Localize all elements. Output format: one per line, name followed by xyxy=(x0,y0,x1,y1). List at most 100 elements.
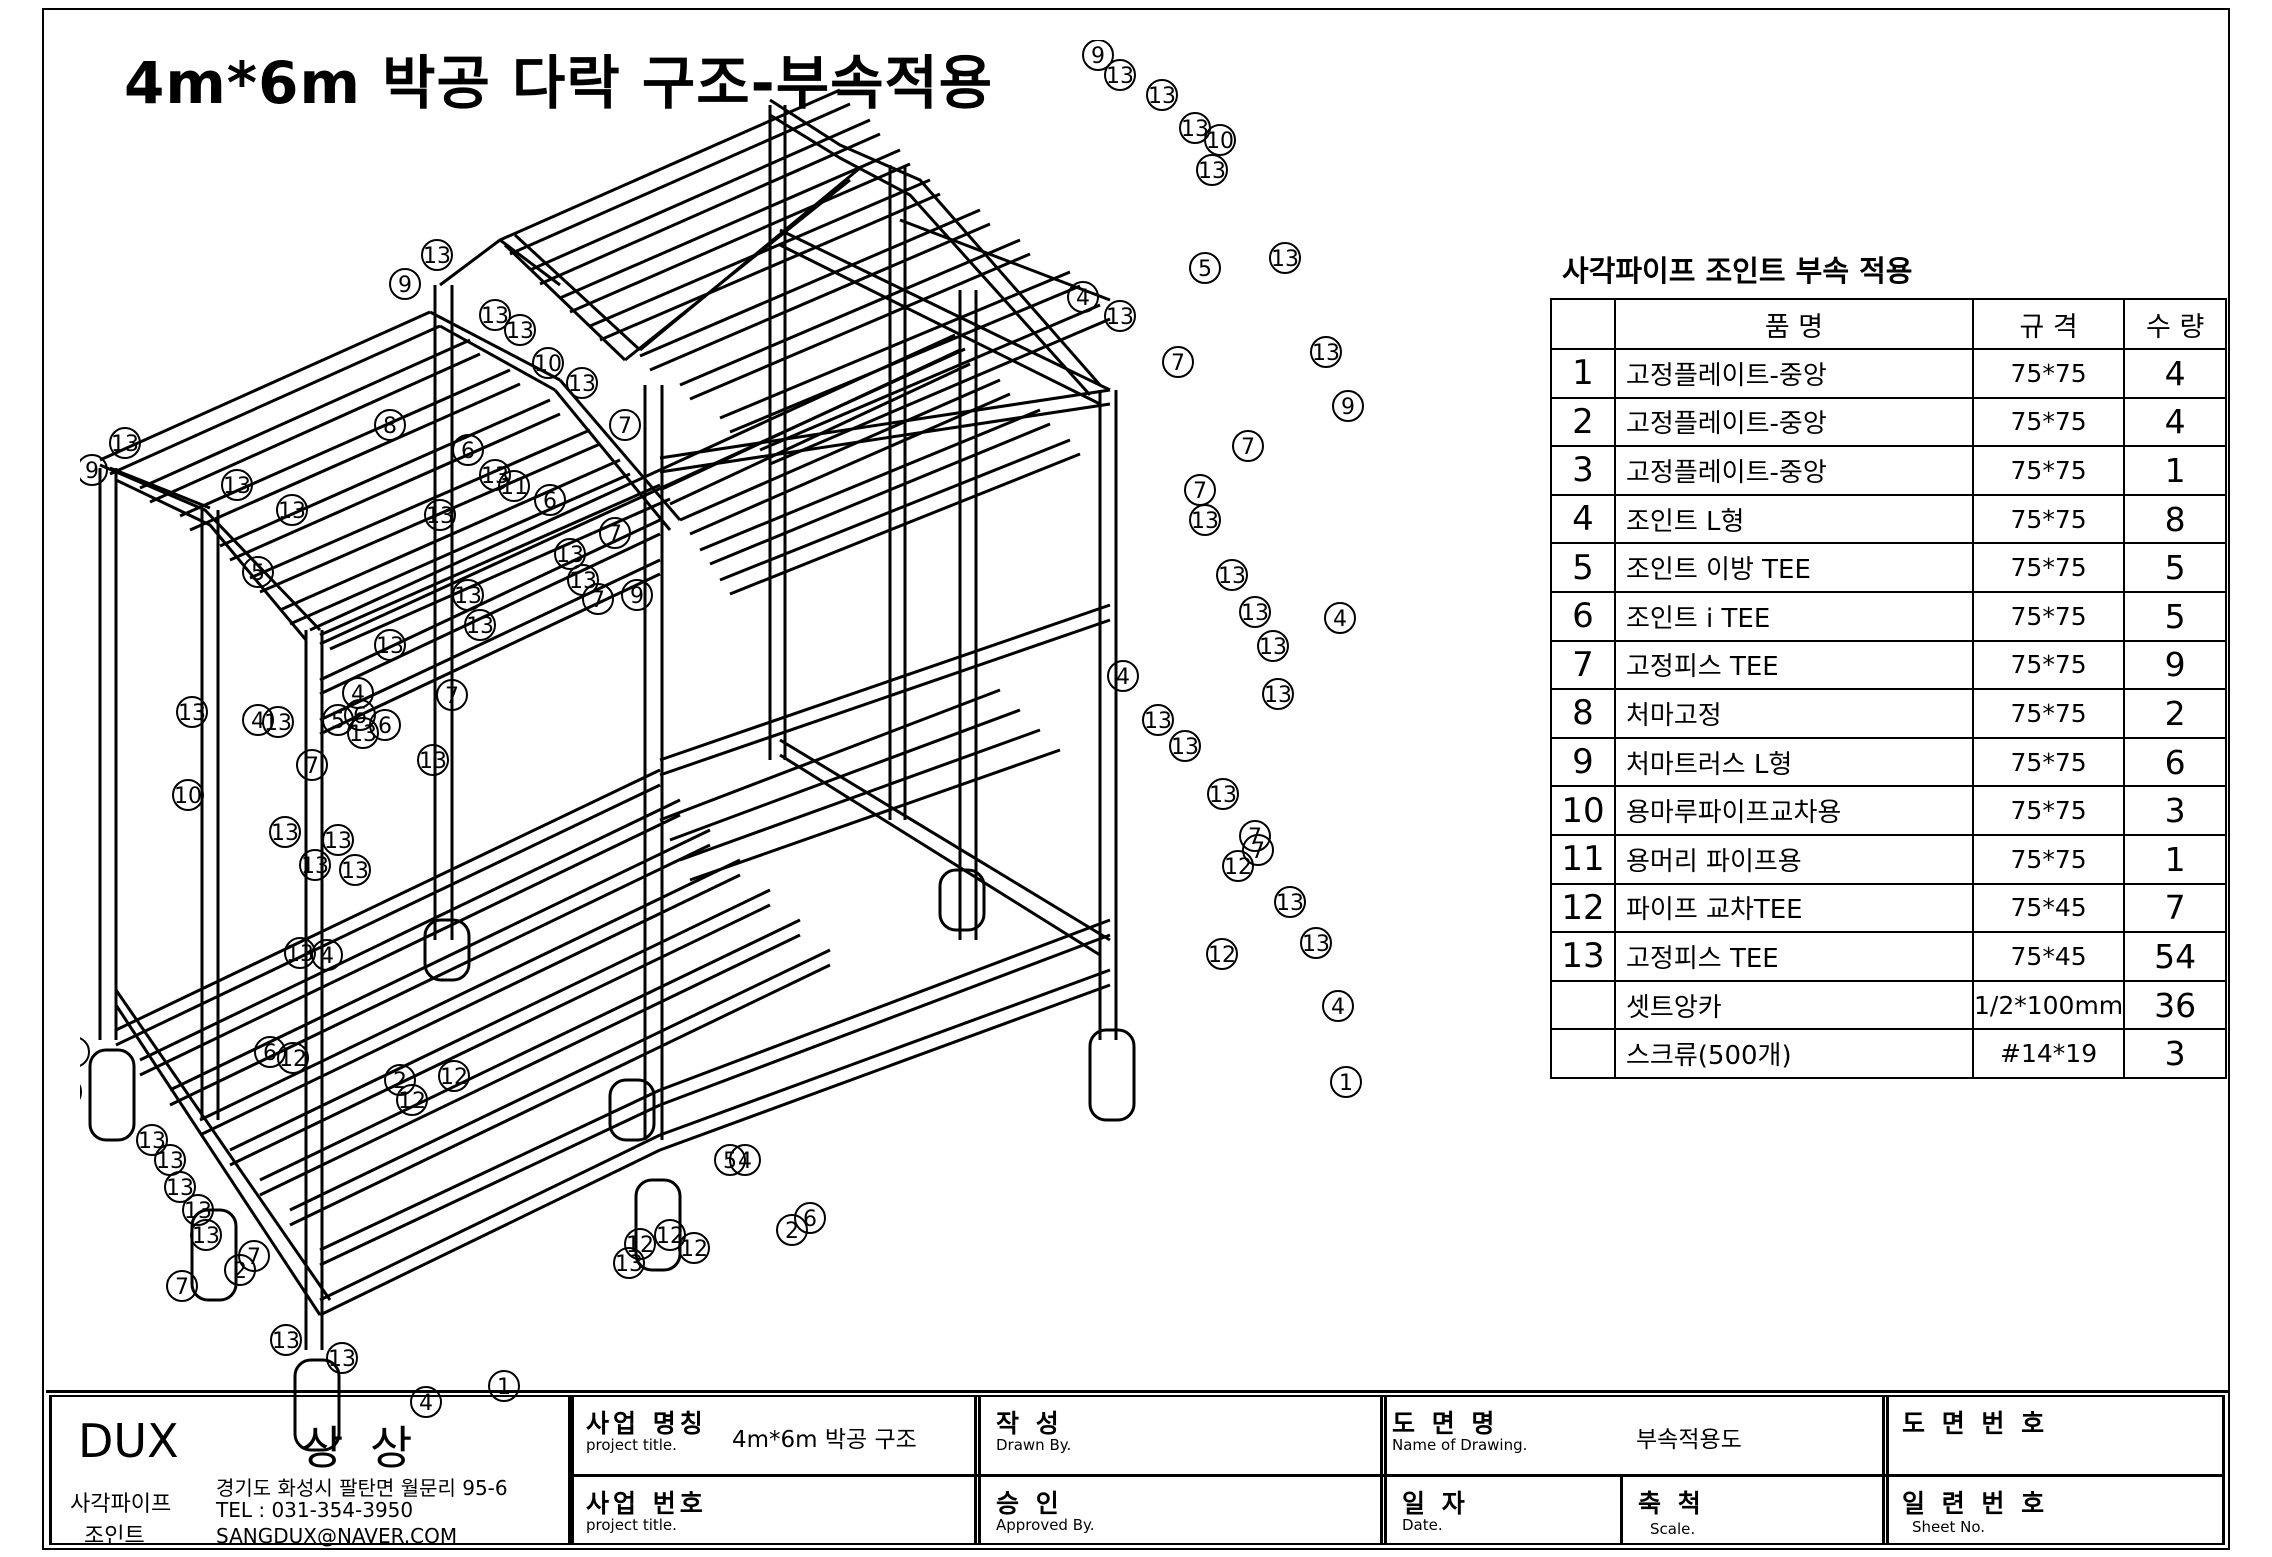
svg-text:13: 13 xyxy=(466,614,494,639)
part-qty: 9 xyxy=(2123,639,2228,691)
scale-label: 축 척 xyxy=(1638,1489,1705,1518)
svg-text:2: 2 xyxy=(393,1069,407,1094)
svg-text:7: 7 xyxy=(618,414,632,439)
svg-text:13: 13 xyxy=(1191,509,1219,534)
part-spec: 1/2*100mm xyxy=(1971,979,2126,1031)
svg-text:6: 6 xyxy=(353,704,367,729)
scale-label-en: Scale. xyxy=(1650,1520,1696,1538)
upper-roof-beams xyxy=(499,88,1111,466)
svg-text:13: 13 xyxy=(426,504,454,529)
part-qty: 6 xyxy=(2123,736,2228,788)
svg-text:13: 13 xyxy=(454,584,482,609)
part-name: 처마트러스 L형 xyxy=(1614,736,1974,788)
svg-text:12: 12 xyxy=(1224,855,1252,880)
svg-text:7: 7 xyxy=(1193,479,1207,504)
svg-text:10: 10 xyxy=(534,352,562,377)
svg-text:13: 13 xyxy=(419,749,447,774)
svg-text:5: 5 xyxy=(1198,257,1212,282)
drawing-name-label-en: Name of Drawing. xyxy=(1392,1436,1528,1454)
svg-text:13: 13 xyxy=(481,464,509,489)
part-name: 조인트 L형 xyxy=(1614,493,1974,545)
svg-text:9: 9 xyxy=(85,459,99,484)
svg-text:12: 12 xyxy=(398,1089,426,1114)
company-sub2: 조인트 xyxy=(84,1524,145,1549)
svg-text:4: 4 xyxy=(1333,607,1347,632)
project-title-value: 4m*6m 박공 구조 xyxy=(732,1427,917,1453)
svg-text:4: 4 xyxy=(419,1391,433,1416)
company-sub1: 사각파이프 xyxy=(70,1492,172,1517)
svg-text:7: 7 xyxy=(1241,435,1255,460)
svg-text:13: 13 xyxy=(1171,735,1199,760)
svg-text:13: 13 xyxy=(341,859,369,884)
part-spec: 75*75 xyxy=(1971,833,2126,885)
part-qty: 36 xyxy=(2123,979,2228,1031)
svg-text:4: 4 xyxy=(1116,665,1130,690)
approved-by-label: 승 인 xyxy=(996,1489,1063,1518)
header-qty: 수 량 xyxy=(2123,298,2228,350)
svg-text:13: 13 xyxy=(324,829,352,854)
svg-text:13: 13 xyxy=(278,499,306,524)
svg-text:11: 11 xyxy=(500,475,528,500)
part-qty: 1 xyxy=(2123,445,2228,496)
part-qty: 5 xyxy=(2123,590,2228,642)
drawing-name-value: 부속적용도 xyxy=(1636,1427,1742,1453)
svg-text:13: 13 xyxy=(1181,117,1209,142)
svg-text:12: 12 xyxy=(656,1224,684,1249)
svg-text:7: 7 xyxy=(175,1275,189,1300)
svg-text:4: 4 xyxy=(738,1149,752,1174)
part-name: 고정플레이트-중앙 xyxy=(1614,445,1974,496)
svg-text:13: 13 xyxy=(156,1149,184,1174)
svg-text:13: 13 xyxy=(166,1176,194,1201)
part-qty: 2 xyxy=(2123,688,2228,739)
drawing-name-label: 도 면 명 xyxy=(1392,1409,1499,1438)
part-no xyxy=(1550,1028,1616,1079)
part-no: 12 xyxy=(1550,882,1616,934)
sheet-no-label: 일 련 번 호 xyxy=(1902,1489,2049,1518)
svg-text:7: 7 xyxy=(1248,825,1262,850)
part-qty: 54 xyxy=(2123,931,2228,982)
drawn-by-label: 작 성 xyxy=(996,1409,1063,1438)
svg-text:13: 13 xyxy=(1148,84,1176,109)
part-name: 고정피스 TEE xyxy=(1614,931,1974,982)
part-no: 7 xyxy=(1550,639,1616,691)
parts-table-header: 품 명 규 격 수 량 xyxy=(1550,298,2228,350)
part-no: 9 xyxy=(1550,736,1616,788)
part-no: 10 xyxy=(1550,785,1616,836)
svg-text:13: 13 xyxy=(1271,247,1299,272)
sheet-no-label-en: Sheet No. xyxy=(1912,1518,1986,1536)
svg-text:13: 13 xyxy=(271,821,299,846)
company-logo: DUX xyxy=(78,1414,179,1468)
svg-text:13: 13 xyxy=(1302,932,1330,957)
part-name: 파이프 교차TEE xyxy=(1614,882,1974,934)
svg-text:13: 13 xyxy=(138,1129,166,1154)
part-spec: 75*75 xyxy=(1971,639,2126,691)
svg-text:8: 8 xyxy=(383,414,397,439)
svg-text:13: 13 xyxy=(1209,783,1237,808)
svg-text:7: 7 xyxy=(608,522,622,547)
parts-table-title: 사각파이프 조인트 부속 적용 xyxy=(1562,254,1913,288)
header-spec: 규 격 xyxy=(1971,298,2126,350)
header-name: 품 명 xyxy=(1614,298,1974,350)
svg-text:6: 6 xyxy=(263,1041,277,1066)
svg-text:7: 7 xyxy=(1251,839,1265,864)
project-title-label-en: project title. xyxy=(586,1436,677,1454)
svg-text:13: 13 xyxy=(349,722,377,747)
svg-text:7: 7 xyxy=(247,1245,261,1270)
svg-text:13: 13 xyxy=(569,569,597,594)
date-label-en: Date. xyxy=(1402,1516,1443,1534)
part-no: 11 xyxy=(1550,833,1616,885)
part-spec: 75*75 xyxy=(1971,348,2126,399)
part-no: 13 xyxy=(1550,931,1616,982)
svg-text:13: 13 xyxy=(223,474,251,499)
part-name: 조인트 이방 TEE xyxy=(1614,542,1974,593)
part-spec: 75*75 xyxy=(1971,542,2126,593)
